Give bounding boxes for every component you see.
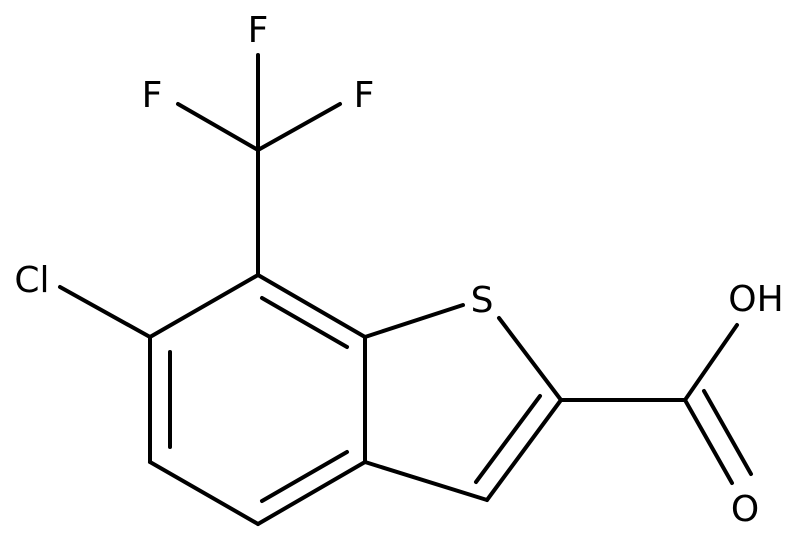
bond-c6-c7 (148, 273, 260, 339)
bond-c7a-s (363, 303, 465, 339)
bond-c-o-double-b (702, 389, 753, 476)
bond-c3a-c4 (256, 460, 367, 526)
atom-label-chlorine: Cl (14, 260, 49, 301)
bond-c2-c3-inner (474, 394, 542, 484)
bond-c3a-c4-inner (260, 450, 349, 503)
atom-label-carbonyl-oxygen: O (731, 489, 759, 530)
bond-cf3-f-left (176, 102, 260, 152)
atom-label-f-left: F (142, 75, 163, 116)
bond-c7-c7a-inner (260, 296, 349, 349)
atom-label-f-top: F (248, 10, 269, 51)
bond-c-o-double-a (683, 398, 734, 485)
atom-label-hydroxyl: OH (728, 279, 783, 320)
bond-c-oh (683, 323, 739, 402)
bond-cf3-f-right (256, 102, 342, 152)
bond-c2-c3 (485, 398, 563, 502)
bond-c7-c7a (256, 273, 367, 339)
bond-c3-c3a (363, 460, 489, 502)
atom-label-f-right: F (354, 75, 375, 116)
bond-s-c2 (497, 316, 563, 402)
bond-c4-c5 (148, 460, 260, 526)
atom-label-sulfur: S (471, 280, 494, 321)
bond-c6-cl (58, 285, 152, 339)
